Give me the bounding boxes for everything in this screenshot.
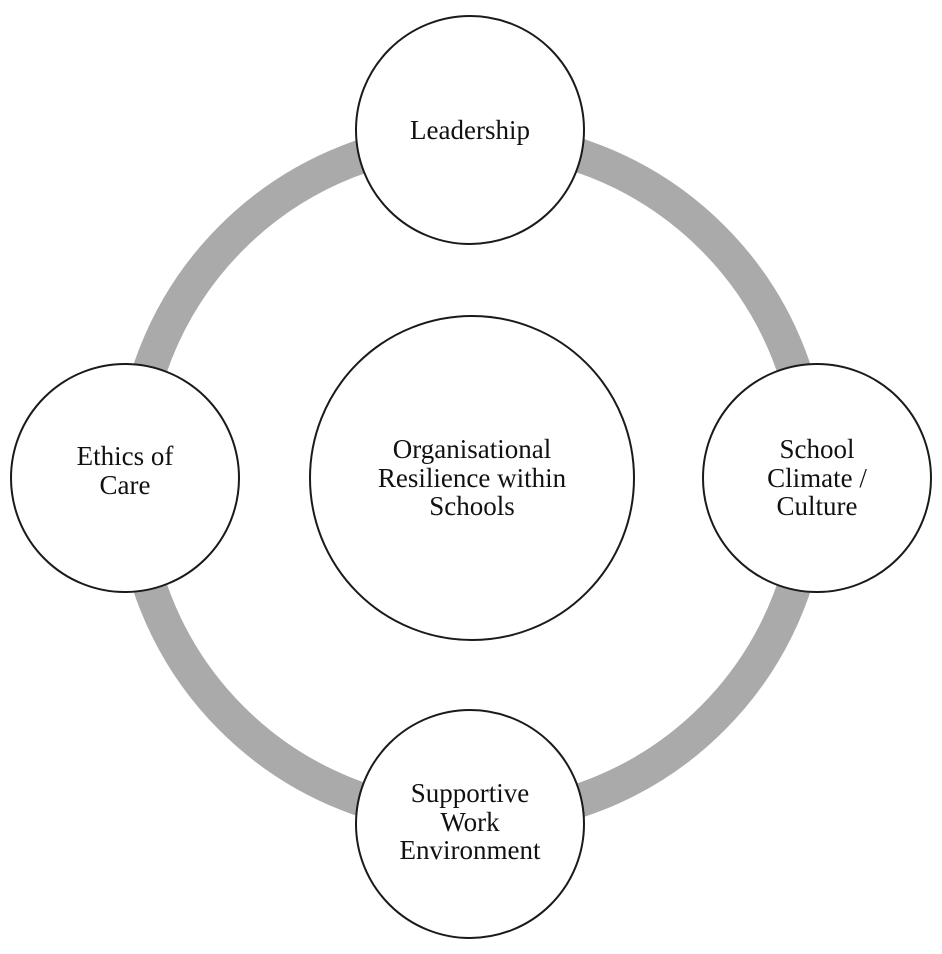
node-school-climate-culture-label: School Climate / Culture (767, 435, 867, 521)
center-circle-organisational-resilience: Organisational Resilience within Schools (309, 315, 635, 641)
node-label-line: Organisational (392, 434, 552, 465)
node-label-line: Leadership (410, 114, 530, 145)
center-circle-label: Organisational Resilience within Schools (378, 435, 566, 521)
node-leadership: Leadership (355, 15, 585, 245)
node-label-line: Supportive (410, 778, 530, 809)
node-label-line: Schools (429, 491, 515, 522)
node-label-line: School (779, 434, 855, 465)
node-leadership-label: Leadership (410, 116, 530, 145)
node-supportive-work-environment-label: Supportive Work Environment (400, 779, 541, 865)
node-label-line: Work (440, 806, 500, 837)
node-label-line: Care (99, 470, 151, 500)
node-label-line: Ethics of (76, 441, 174, 472)
node-label-line: Resilience within (377, 462, 567, 493)
node-label-line: Culture (776, 491, 858, 522)
node-ethics-of-care-label: Ethics of Care (77, 442, 174, 499)
node-ethics-of-care: Ethics of Care (10, 363, 240, 593)
node-school-climate-culture: School Climate / Culture (702, 363, 932, 593)
node-label-line: Climate / (767, 462, 867, 493)
node-label-line: Environment (399, 835, 541, 866)
node-supportive-work-environment: Supportive Work Environment (355, 709, 585, 939)
